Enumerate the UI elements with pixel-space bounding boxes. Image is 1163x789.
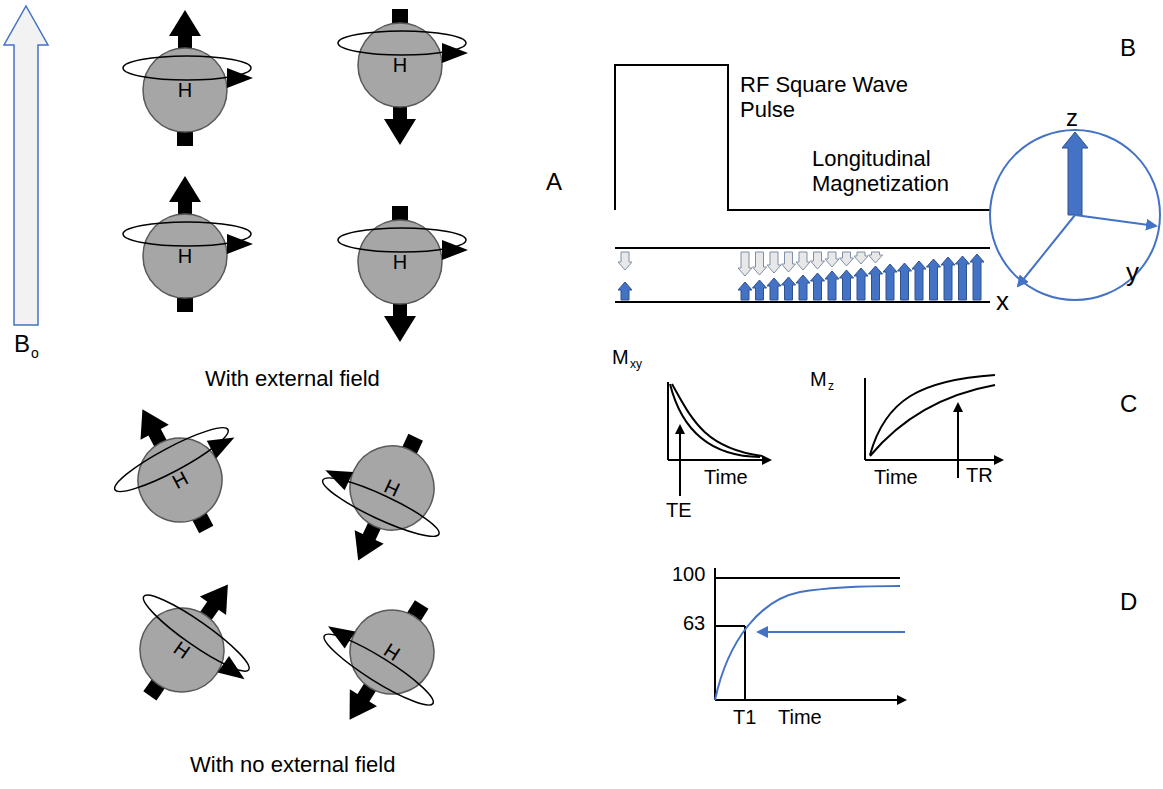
- atom-label: H: [358, 220, 442, 304]
- axis-label: Time: [704, 466, 748, 489]
- guide-line: [744, 626, 746, 700]
- decay-curve: [670, 384, 760, 457]
- caption-text: With no external field: [190, 752, 395, 777]
- axis-label: x: [996, 287, 1009, 317]
- tr-marker: [957, 404, 959, 478]
- atom-label: H: [358, 23, 442, 107]
- recovery-curve: [870, 375, 995, 455]
- axis-value: 63: [683, 612, 705, 635]
- axis: [864, 378, 866, 460]
- subscript: xy: [630, 358, 642, 372]
- atom-label: H: [143, 48, 227, 132]
- hydrogen-spin: H: [143, 48, 227, 132]
- panel-letter: B: [1120, 34, 1136, 62]
- guide-line: [715, 625, 745, 627]
- spin-arrows: [618, 252, 984, 300]
- axis: [715, 699, 905, 701]
- recovery-curve: [870, 385, 995, 456]
- axis-label: TR: [966, 464, 993, 487]
- hydrogen-spin: H: [143, 214, 227, 298]
- atom-label: H: [336, 432, 448, 544]
- band-line: [615, 247, 990, 249]
- panel-letter: D: [1120, 588, 1137, 616]
- hydrogen-spin: H: [123, 423, 237, 537]
- hydrogen-spin: H: [358, 220, 442, 304]
- axis-label: M: [810, 368, 827, 391]
- axis-label: TE: [666, 499, 692, 522]
- axis-label: T1: [733, 706, 756, 729]
- x-axis: [1018, 215, 1075, 286]
- pulse-label: RF Square Wave Pulse: [740, 72, 910, 123]
- te-marker: [679, 426, 681, 496]
- hydrogen-spin: H: [124, 592, 241, 709]
- axis-label: z: [1066, 104, 1078, 132]
- z-vector: [1062, 132, 1088, 215]
- field-label: B: [14, 330, 30, 358]
- axis-value: 100: [672, 563, 705, 586]
- y-axis: [1075, 215, 1156, 226]
- magnetization-label: Longitudinal Magnetization: [812, 146, 987, 197]
- axis: [714, 568, 716, 700]
- panel-letter: A: [546, 168, 562, 196]
- axis: [865, 459, 1002, 461]
- axis-label: M: [612, 346, 629, 369]
- axis: [668, 459, 770, 461]
- t1-curve: [715, 586, 900, 700]
- caption-text: With external field: [205, 366, 380, 391]
- hydrogen-spin: H: [334, 594, 450, 710]
- axis: [667, 382, 669, 460]
- subscript: z: [828, 380, 834, 394]
- axis-label: Time: [874, 466, 918, 489]
- pointer-arrow: [758, 631, 905, 633]
- axis-label: y: [1126, 258, 1139, 288]
- field-arrow: [4, 6, 48, 325]
- band-line: [615, 301, 990, 303]
- axis-label: Time: [778, 706, 822, 729]
- rf-pulse-line: [615, 65, 990, 210]
- subscript: o: [31, 345, 39, 361]
- hydrogen-spin: H: [358, 23, 442, 107]
- decay-curve: [672, 384, 762, 456]
- max-line: [715, 577, 900, 579]
- hydrogen-spin: H: [336, 432, 448, 544]
- atom-label: H: [143, 214, 227, 298]
- panel-letter: C: [1120, 390, 1137, 418]
- axis-sphere: [990, 130, 1160, 300]
